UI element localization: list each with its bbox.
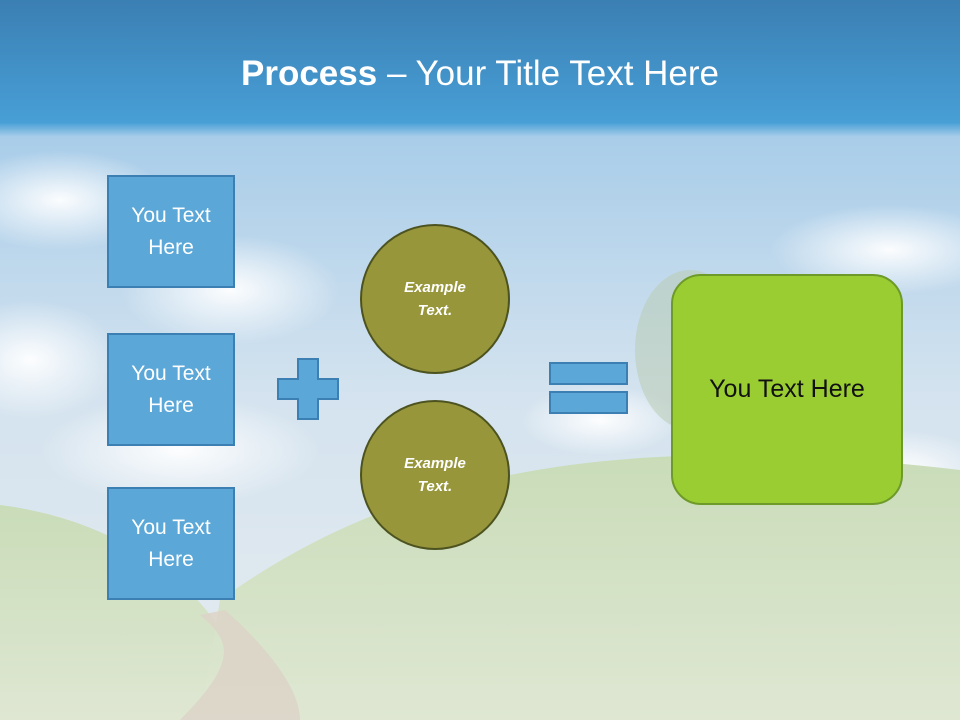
example-circle-label: Example Text.	[404, 279, 466, 319]
example-circle-label: Example Text.	[404, 455, 466, 495]
input-box-label: You Text Here	[131, 515, 211, 571]
input-box-label: You Text Here	[131, 203, 211, 259]
input-box-1: You Text Here	[107, 175, 235, 288]
example-circle-1: Example Text.	[360, 224, 510, 374]
title-rest: – Your Title Text Here	[377, 54, 719, 93]
result-label: You Text Here	[709, 375, 865, 403]
title-bold: Process	[241, 54, 378, 93]
slide-title: Process – Your Title Text Here	[0, 52, 960, 96]
input-box-3: You Text Here	[107, 487, 235, 600]
input-box-2: You Text Here	[107, 333, 235, 446]
example-circle-2: Example Text.	[360, 400, 510, 550]
input-box-label: You Text Here	[131, 361, 211, 417]
plus-icon	[277, 358, 339, 420]
equals-icon	[549, 362, 628, 414]
result-box: You Text Here	[671, 274, 903, 505]
